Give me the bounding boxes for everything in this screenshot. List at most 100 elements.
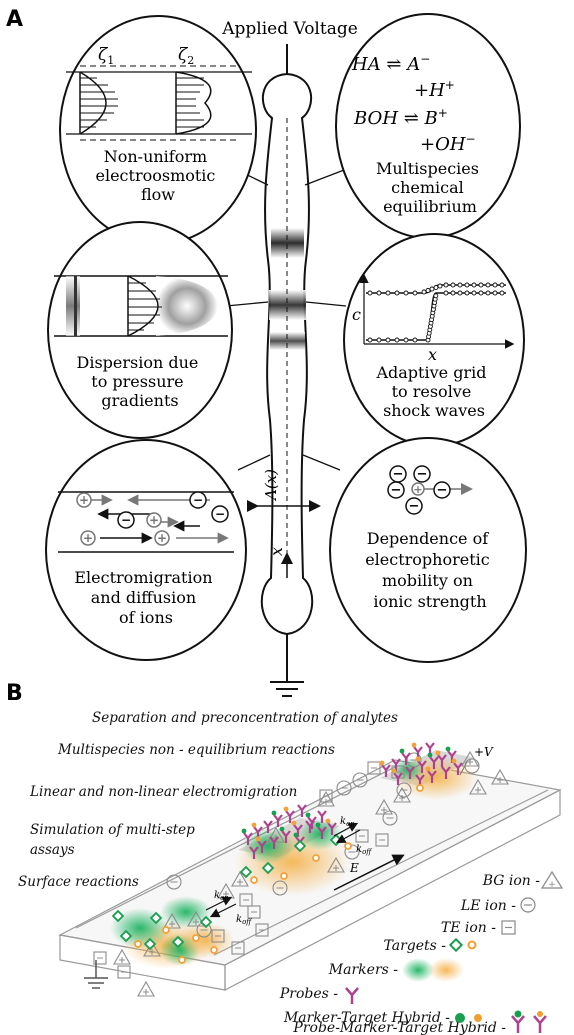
grid-point bbox=[485, 290, 491, 296]
bubble-mr-line1: Adaptive grid bbox=[375, 363, 486, 382]
grid-point bbox=[499, 282, 505, 288]
grid-point bbox=[394, 337, 400, 343]
bubble-chemical-equilibrium: HA ⇌ A− +H+ BOH ⇌ B+ +OH− Multispecies c… bbox=[335, 13, 521, 239]
probe bbox=[249, 846, 259, 859]
x-label: x bbox=[267, 547, 286, 556]
marker-green-icon bbox=[402, 958, 434, 982]
grid-point bbox=[385, 337, 391, 343]
probe bbox=[325, 818, 337, 835]
svg-text:−: − bbox=[215, 507, 225, 521]
grid-point bbox=[464, 282, 470, 288]
feature-4: Simulation of multi-step bbox=[30, 822, 195, 838]
bubble-br-line2: electrophoretic bbox=[365, 550, 490, 569]
probe bbox=[283, 806, 295, 823]
te-ion bbox=[319, 789, 333, 803]
band-3 bbox=[270, 332, 305, 350]
le-ion bbox=[166, 874, 182, 890]
probe bbox=[305, 820, 315, 833]
legend-bg-ion: BG ion - bbox=[482, 873, 541, 889]
target-ring bbox=[178, 956, 186, 964]
bg-ion bbox=[469, 778, 487, 795]
grid-point bbox=[492, 282, 498, 288]
bg-ion bbox=[393, 786, 411, 803]
grid-point bbox=[403, 290, 409, 296]
le-ion bbox=[464, 758, 480, 774]
target bbox=[261, 861, 275, 875]
target bbox=[199, 915, 213, 929]
bubble-bl-line2: and diffusion bbox=[91, 588, 196, 607]
target bbox=[111, 909, 125, 923]
target bbox=[171, 935, 185, 949]
bubble-tl-line2: electroosmotic bbox=[96, 166, 216, 185]
grid-point bbox=[443, 282, 449, 288]
grid-point bbox=[412, 337, 418, 343]
bubble-electromigration: + − − + − + + Electromigration and diffu… bbox=[45, 439, 247, 661]
target bbox=[293, 839, 307, 853]
te-ion bbox=[117, 965, 131, 979]
ground-icon bbox=[270, 681, 304, 697]
target bbox=[149, 911, 163, 925]
legend-te-ion: TE ion - bbox=[441, 920, 496, 936]
bubble-ml-line2: to pressure bbox=[91, 372, 183, 391]
bg-ion bbox=[143, 940, 161, 957]
target-ring bbox=[210, 946, 218, 954]
bubble-ml-line3: gradients bbox=[101, 391, 178, 410]
le-ion bbox=[272, 880, 288, 896]
grid-point bbox=[478, 282, 484, 288]
svg-text:+: + bbox=[79, 493, 89, 507]
bubble-br-line1: Dependence of bbox=[367, 529, 489, 548]
te-ion bbox=[375, 833, 389, 847]
kon-label-1: kon bbox=[214, 890, 229, 902]
bubble-tr-line3: equilibrium bbox=[383, 197, 477, 216]
svg-text:Adaptive grid to resolve: Adaptive grid to resolve shock waves bbox=[375, 363, 491, 420]
kon-label-2: kon bbox=[340, 816, 355, 828]
grid-point bbox=[376, 290, 382, 296]
band-2 bbox=[269, 290, 306, 320]
le-ion bbox=[382, 810, 398, 826]
grid-points bbox=[367, 282, 505, 343]
svg-text:BOH ⇌ B+: BOH ⇌ B+ bbox=[353, 106, 448, 129]
bg-ion bbox=[491, 768, 509, 785]
le-ion bbox=[344, 844, 360, 860]
zeta1-label: ζ1 bbox=[98, 45, 114, 67]
bubble-adaptive-grid: c x Adaptive grid to resolve shock waves bbox=[343, 233, 525, 447]
grid-point bbox=[499, 290, 505, 296]
svg-text:+: + bbox=[548, 880, 556, 890]
bg-ion bbox=[137, 980, 155, 997]
probe bbox=[427, 752, 439, 769]
svg-text:HA ⇌ A−: HA ⇌ A− bbox=[351, 52, 430, 75]
area-label: A(x) bbox=[262, 469, 280, 502]
svg-text:Dependence of electropho: Dependence of electrophoretic mobility o… bbox=[365, 529, 495, 611]
grid-point bbox=[450, 282, 456, 288]
grid-point bbox=[443, 290, 449, 296]
field-arrow bbox=[333, 854, 405, 891]
grid-point bbox=[421, 289, 427, 295]
rate-arrows-1 bbox=[205, 896, 237, 918]
svg-text:+OH−: +OH− bbox=[420, 132, 476, 155]
bg-ion bbox=[113, 948, 131, 965]
bubble-mr-line3: shock waves bbox=[383, 401, 485, 420]
grid-point bbox=[394, 290, 400, 296]
te-ion bbox=[231, 941, 245, 955]
bubble-bl-line1: Electromigration bbox=[74, 568, 212, 587]
target bbox=[143, 937, 157, 951]
legend-targets: Targets - bbox=[383, 938, 446, 954]
svg-text:+: + bbox=[83, 531, 93, 545]
te-ion bbox=[367, 761, 381, 775]
svg-text:−: − bbox=[417, 467, 428, 482]
probe bbox=[399, 748, 411, 765]
target bbox=[239, 865, 253, 879]
target bbox=[119, 929, 133, 943]
legend-probe-marker-target-hybrid: Probe-Marker-Target Hybrid - bbox=[292, 1020, 506, 1035]
grid-point bbox=[403, 337, 409, 343]
svg-text:−: − bbox=[437, 483, 448, 498]
grid-point bbox=[367, 337, 373, 343]
te-ion bbox=[255, 923, 269, 937]
svg-text:+: + bbox=[413, 483, 422, 496]
svg-text:Electromigration and dif: Electromigration and diffusion of ions bbox=[74, 568, 217, 627]
grid-point bbox=[457, 282, 463, 288]
probe bbox=[415, 756, 427, 773]
rate-arrows-2 bbox=[333, 822, 361, 844]
bubble-tl-line3: flow bbox=[141, 185, 175, 204]
